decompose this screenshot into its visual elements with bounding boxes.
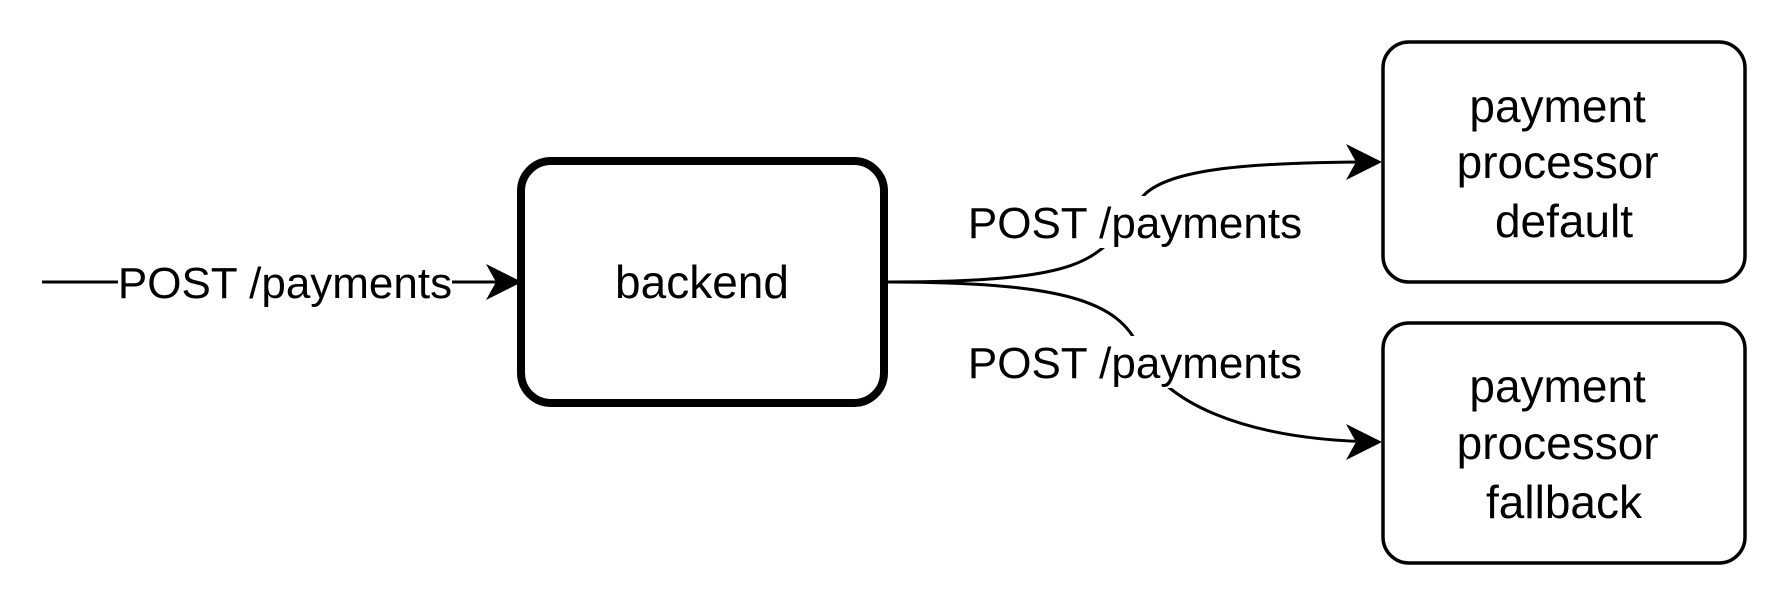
edge-incoming-label: POST /payments [118, 259, 452, 308]
node-backend: backend [517, 157, 888, 407]
node-payment-processor-fallback: payment processor fallback [1381, 321, 1747, 565]
edge-to-fallback: POST /payments [883, 280, 1382, 460]
node-backend-label: backend [615, 256, 789, 308]
edge-to-default: POST /payments [883, 144, 1382, 284]
edge-to-fallback-arrowhead [1346, 424, 1382, 460]
edge-to-default-label: POST /payments [968, 199, 1302, 248]
edge-incoming-label-bg [118, 258, 452, 306]
node-processor-fallback-box [1381, 321, 1747, 565]
edge-to-fallback-label: POST /payments [968, 339, 1302, 388]
edge-to-default-label-bg [966, 196, 1304, 248]
node-processor-fallback-line-1: payment [1469, 360, 1646, 412]
node-processor-default-line-3: default [1495, 195, 1633, 247]
node-processor-default-line-2: processor [1457, 136, 1659, 188]
edge-incoming: POST /payments [42, 258, 522, 308]
node-processor-fallback-label: payment processor fallback [1457, 360, 1672, 528]
edge-incoming-arrowhead [486, 264, 522, 300]
node-processor-default-line-1: payment [1469, 80, 1646, 132]
node-payment-processor-default: payment processor default [1381, 40, 1747, 284]
node-processor-fallback-line-2: processor [1457, 417, 1659, 469]
edge-to-fallback-label-bg [966, 336, 1304, 388]
node-processor-fallback-line-3: fallback [1486, 476, 1643, 528]
edge-to-default-arrowhead [1346, 144, 1382, 180]
node-processor-default-label: payment processor default [1457, 80, 1672, 247]
node-backend-box [517, 157, 888, 407]
node-processor-default-box [1381, 40, 1747, 284]
